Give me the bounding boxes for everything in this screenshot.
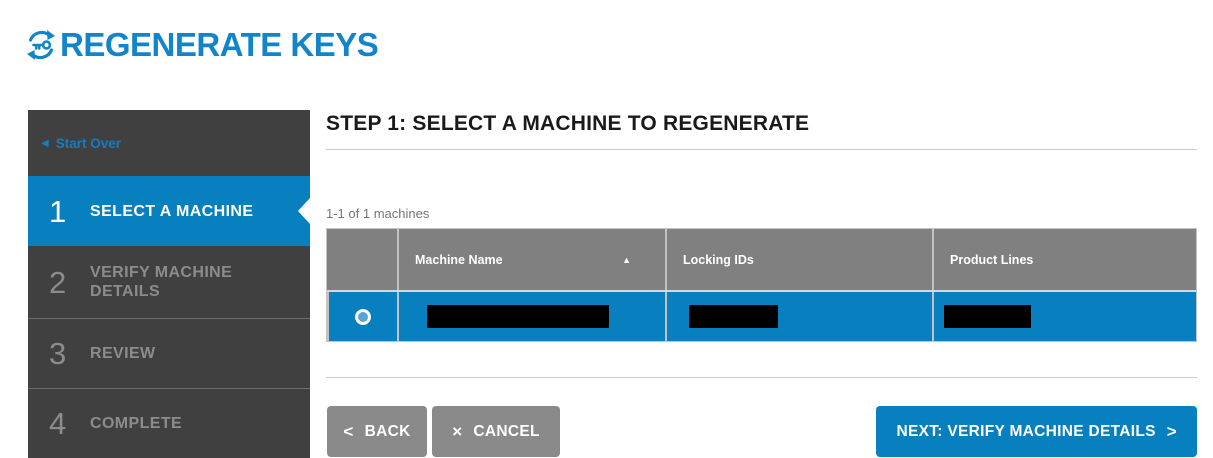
back-button-label: BACK bbox=[364, 422, 411, 440]
divider bbox=[326, 149, 1197, 151]
step-label: COMPLETE bbox=[90, 415, 183, 433]
chevron-left-icon: < bbox=[343, 421, 354, 441]
machine-name-cell bbox=[397, 292, 665, 342]
step-label: VERIFY MACHINE DETAILS bbox=[90, 264, 233, 301]
table-header-locking-ids[interactable]: Locking IDs bbox=[665, 229, 932, 291]
radio-button-selected[interactable] bbox=[355, 308, 371, 325]
column-label: Machine Name bbox=[415, 252, 503, 267]
step-number: 4 bbox=[49, 406, 67, 442]
next-button[interactable]: NEXT: VERIFY MACHINE DETAILS > bbox=[876, 406, 1197, 458]
redacted-product-lines bbox=[944, 305, 1031, 329]
start-over-link[interactable]: ◀ Start Over bbox=[28, 110, 310, 177]
chevron-left-icon: ◀ bbox=[41, 137, 49, 149]
step-heading: STEP 1: SELECT A MACHINE TO REGENERATE bbox=[326, 112, 810, 136]
select-cell bbox=[327, 292, 397, 342]
column-label: Product Lines bbox=[950, 252, 1034, 267]
next-button-label: NEXT: VERIFY MACHINE DETAILS bbox=[896, 422, 1156, 440]
step-number: 1 bbox=[49, 193, 67, 229]
close-x-icon: × bbox=[452, 421, 463, 441]
page-title: REGENERATE KEYS bbox=[60, 26, 379, 64]
content-layout: ◀ Start Over 1 SELECT A MACHINE 2 VERIFY… bbox=[0, 110, 1213, 458]
back-button[interactable]: < BACK bbox=[327, 406, 427, 458]
step-label: SELECT A MACHINE bbox=[90, 202, 254, 220]
cancel-button[interactable]: × CANCEL bbox=[432, 406, 560, 458]
results-summary: 1-1 of 1 machines bbox=[326, 206, 430, 222]
start-over-label: Start Over bbox=[55, 135, 121, 151]
machine-table-row-selected[interactable] bbox=[327, 290, 1196, 342]
table-header-select bbox=[327, 229, 397, 290]
table-header-machine-name[interactable]: Machine Name ▲ bbox=[397, 229, 665, 291]
cancel-button-label: CANCEL bbox=[473, 422, 540, 440]
page-header: REGENERATE KEYS bbox=[0, 0, 1213, 83]
step-number: 2 bbox=[49, 264, 67, 300]
sidebar-step-complete: 4 COMPLETE bbox=[28, 388, 310, 458]
product-lines-cell bbox=[932, 292, 1196, 342]
divider bbox=[326, 377, 1197, 379]
step-number: 3 bbox=[49, 336, 67, 372]
sidebar-step-review: 3 REVIEW bbox=[28, 318, 310, 389]
step-content: STEP 1: SELECT A MACHINE TO REGENERATE 1… bbox=[326, 110, 1197, 458]
locking-ids-cell bbox=[665, 292, 932, 342]
chevron-right-icon: > bbox=[1166, 421, 1177, 441]
sort-ascending-icon: ▲ bbox=[622, 254, 631, 265]
wizard-actions: < BACK × CANCEL NEXT: VERIFY MACHINE DET… bbox=[326, 406, 1197, 458]
sidebar-step-verify-machine-details: 2 VERIFY MACHINE DETAILS bbox=[28, 246, 310, 319]
step-label: REVIEW bbox=[90, 345, 156, 363]
machines-table: Machine Name ▲ Locking IDs Product Lines bbox=[326, 228, 1197, 343]
wizard-step-sidebar: ◀ Start Over 1 SELECT A MACHINE 2 VERIFY… bbox=[28, 110, 310, 458]
redacted-locking-ids bbox=[689, 305, 778, 329]
column-label: Locking IDs bbox=[683, 252, 754, 267]
table-header-product-lines[interactable]: Product Lines bbox=[932, 229, 1196, 291]
redacted-machine-name bbox=[427, 305, 609, 329]
regenerate-keys-icon bbox=[23, 27, 59, 63]
sidebar-step-select-a-machine[interactable]: 1 SELECT A MACHINE bbox=[28, 176, 310, 247]
table-header-row: Machine Name ▲ Locking IDs Product Lines bbox=[327, 229, 1196, 291]
